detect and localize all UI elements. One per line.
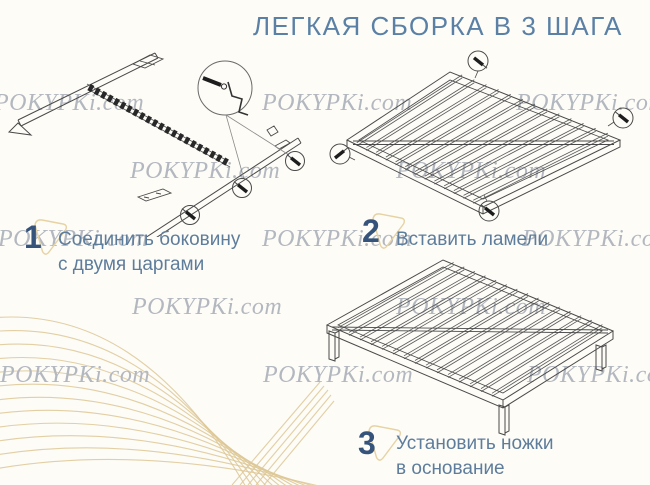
watermark-text: POKYPKi.com (516, 90, 650, 116)
watermark-text: POKYPKi.com (0, 226, 149, 252)
step-3-badge: 3 (358, 424, 404, 470)
watermark-text: POKYPKi.com (0, 362, 151, 388)
step-1-badge: 1 (24, 218, 70, 264)
step-3-number: 3 (358, 425, 376, 461)
step1-illustration (5, 42, 310, 237)
gold-arcs-decoration (0, 316, 335, 485)
step-2-label: Вставить ламели (396, 229, 549, 250)
watermark-text: POKYPKi.com (527, 362, 650, 388)
watermark-text: POKYPKi.com (263, 362, 414, 388)
step2-illustration (320, 50, 650, 240)
watermark-text: POKYPKi.com (262, 226, 413, 252)
gold-triangle-icon (372, 213, 406, 249)
step-1-label: Соединить боковину с двумя царгами (58, 229, 241, 276)
page-title: ЛЕГКАЯ СБОРКА В 3 ШАГА (253, 11, 623, 41)
watermark-text: POKYPKi.com (262, 90, 413, 116)
watermark-text: POKYPKi.com (130, 158, 281, 184)
watermark-text: POKYPKi.com (522, 226, 650, 252)
step-2-number: 2 (362, 213, 380, 249)
watermark-text: POKYPKi.com (132, 294, 283, 320)
step-1-number: 1 (24, 219, 42, 255)
watermark-text: POKYPKi.com (0, 90, 145, 116)
step3-illustration (280, 253, 650, 441)
gold-triangle-icon (368, 425, 402, 461)
step-2-badge: 2 (362, 212, 408, 258)
gold-triangle-icon (34, 219, 68, 255)
step-3-label: Установить ножки в основание (396, 433, 554, 480)
